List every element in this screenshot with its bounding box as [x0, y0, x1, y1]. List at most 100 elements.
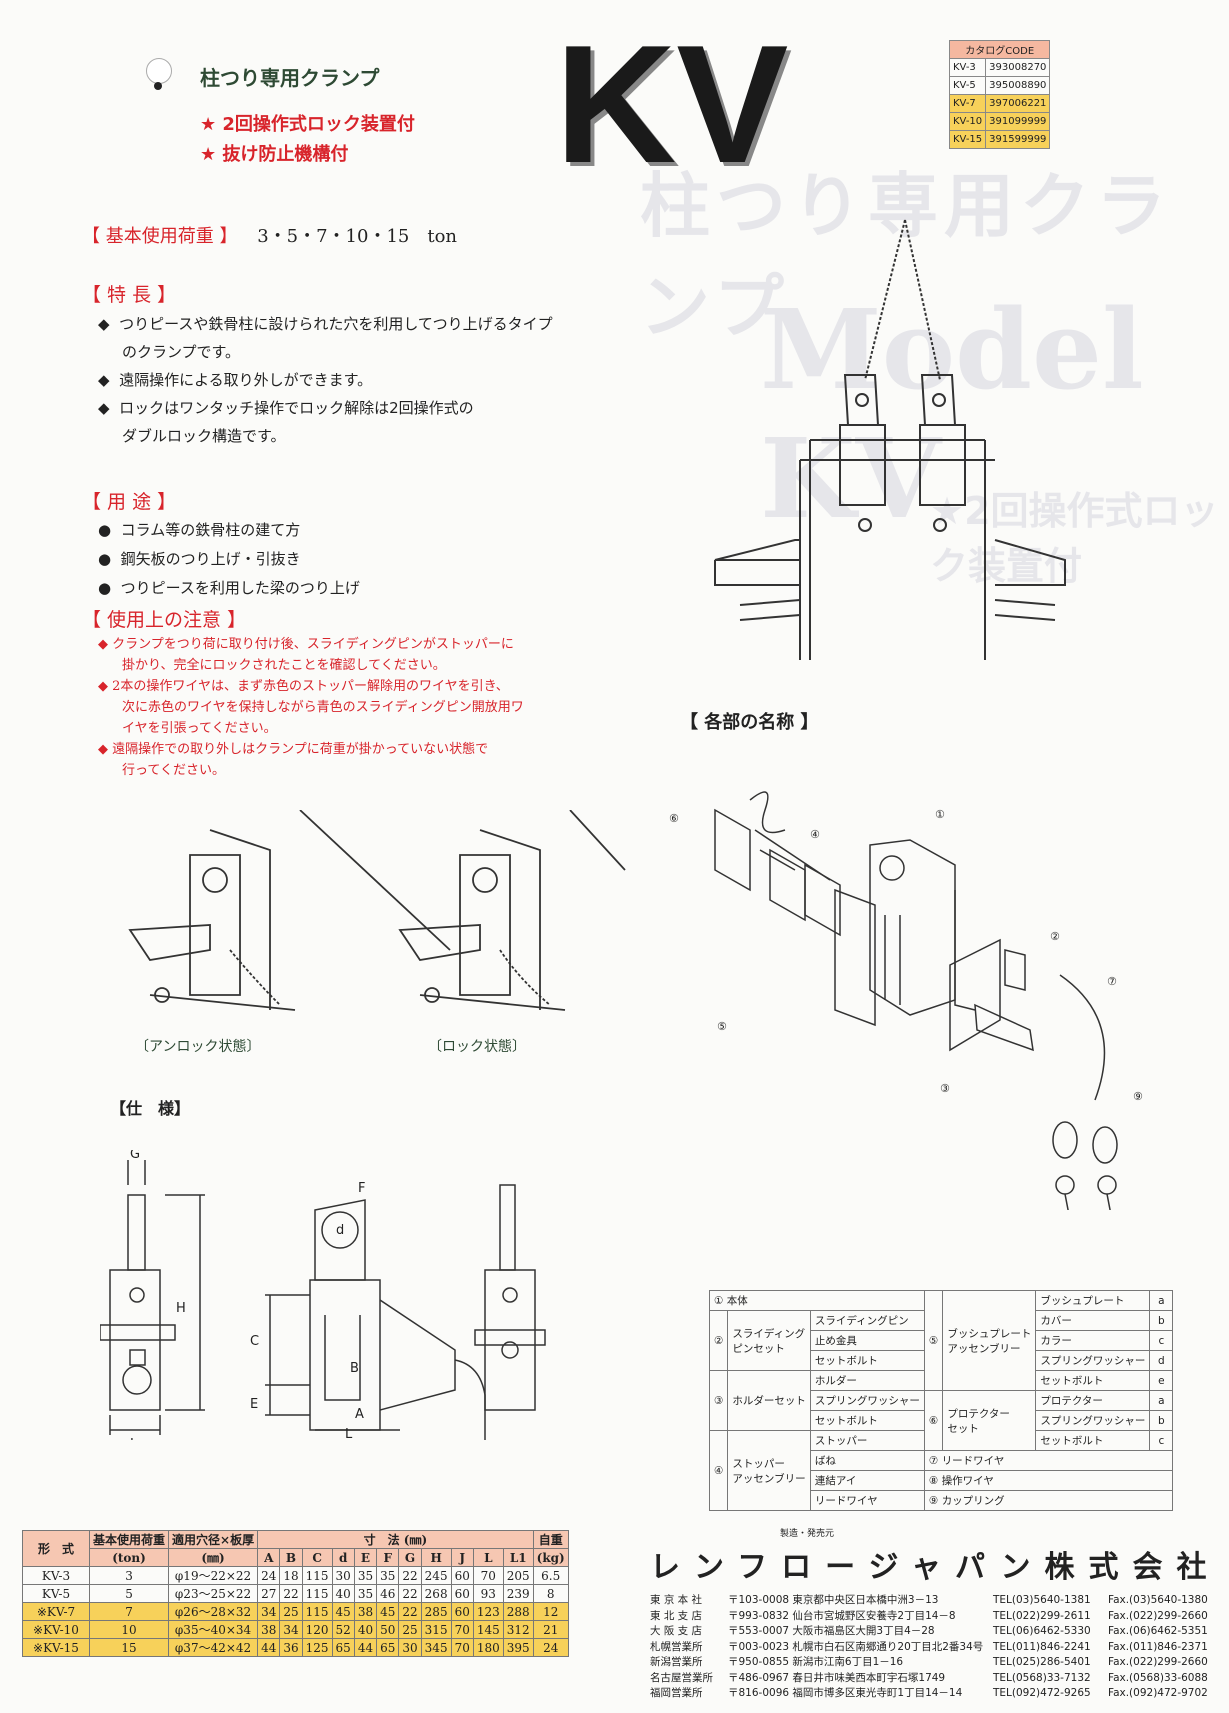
circle-bullet-icon: ●	[98, 579, 112, 597]
cautions-heading: 【 使用上の注意 】	[82, 609, 247, 631]
spec-cell-dim: 145	[472, 1620, 504, 1639]
sub-part: ブッシュプレート	[1035, 1290, 1151, 1311]
sub-part: スライディングピン	[809, 1310, 925, 1331]
spec-cell-model: ※KV-7	[22, 1602, 90, 1621]
catalog-model: KV-5	[948, 76, 987, 95]
office-name: 福岡営業所	[650, 1687, 703, 1699]
spec-cell-dim: 395	[502, 1638, 534, 1657]
catalog-model: KV-10	[948, 112, 987, 131]
spec-cell-dim: 60	[450, 1602, 474, 1621]
lock-state-illustrations	[128, 810, 626, 1011]
col-model: 形 式	[22, 1530, 90, 1567]
spec-cell-dim: 18	[279, 1566, 303, 1585]
spec-cell-model: ※KV-10	[22, 1620, 90, 1639]
spec-cell-dim: 38	[353, 1602, 378, 1621]
spec-cell-hole: φ35～40×34	[168, 1620, 259, 1639]
feature-text: ダブルロック構造です。	[122, 427, 286, 445]
office-fax: Fax.(011)846-2371	[1108, 1640, 1208, 1653]
callout-4: ④	[810, 828, 820, 841]
spec-cell-dim: 345	[420, 1638, 452, 1657]
column-hoisting-illustration	[714, 219, 1066, 660]
diamond-bullet-icon: ◆	[98, 679, 108, 694]
col-load: 基本使用荷重	[88, 1530, 170, 1549]
catalog-model: KV-3	[948, 58, 987, 77]
spec-cell-dim: 25	[398, 1620, 422, 1639]
spec-cell-weight: 21	[532, 1620, 569, 1639]
part-number: ⑤	[923, 1290, 944, 1391]
diamond-bullet-icon: ◆	[98, 399, 110, 417]
parts-title: 【 各部の名称 】	[680, 712, 819, 733]
use-text: つりピースを利用した梁のつり上げ	[120, 579, 360, 597]
spec-cell-dim: 24	[257, 1566, 281, 1585]
exploded-parts-diagram: ⑥ ④ ① ② ⑦ ⑤ ③ ⑨ ⑧	[669, 791, 1143, 1210]
spec-cell-weight: 6.5	[532, 1566, 569, 1585]
spec-cell-dim: 35	[353, 1566, 378, 1585]
office-tel: TEL(025)286-5401	[993, 1656, 1091, 1668]
office-addr: 〒993-0832 仙台市宮城野区安養寺2丁目14－8	[728, 1609, 956, 1622]
use-item: ● 鋼矢板のつり上げ・引抜き	[98, 545, 360, 574]
catalog-model: KV-15	[948, 130, 987, 149]
callout-5: ⑤	[717, 1020, 727, 1033]
feature-text: ロックはワンタッチ操作でロック解除は2回操作式の	[119, 399, 474, 417]
spec-cell-dim: 60	[450, 1584, 474, 1603]
spec-cell-dim: 38	[257, 1620, 281, 1639]
spec-cell-dim: 115	[301, 1602, 333, 1621]
spec-cell-dim: 30	[331, 1566, 355, 1585]
catalog-code: 395008890	[985, 76, 1051, 95]
callout-3: ③	[940, 1082, 950, 1095]
ghost-model: Model KV	[760, 285, 1144, 543]
col-weight: 自重	[532, 1530, 569, 1549]
dim-label-a: A	[355, 1407, 364, 1422]
caution-text: 行ってください。	[122, 763, 225, 778]
load-value: 3・5・7・10・15 ton	[257, 226, 458, 247]
circle-bullet-icon: ●	[98, 550, 112, 568]
catalog-header: カタログCODE	[948, 40, 1051, 59]
unlock-state-label: 〔アンロック状態〕	[135, 1039, 261, 1055]
office-tel: TEL(011)846-2241	[993, 1640, 1091, 1653]
diamond-bullet-icon: ◆	[98, 371, 110, 389]
maker-label: 製造・発売元	[780, 1529, 835, 1539]
spec-cell-load: 3	[88, 1566, 170, 1585]
spec-cell-dim: 285	[420, 1602, 452, 1621]
spec-cell-dim: 288	[502, 1602, 534, 1621]
caution-text: 遠隔操作での取り外しはクランプに荷重が掛かっていない状態で	[112, 742, 489, 757]
feature-line-2: ★ 抜け防止機構付	[200, 144, 349, 165]
spec-cell-dim: 180	[472, 1638, 504, 1657]
office-fax: Fax.(022)299-2660	[1108, 1609, 1208, 1622]
spec-cell-dim: 65	[376, 1638, 400, 1657]
spec-cell-weight: 12	[532, 1602, 569, 1621]
feature-item: ◆ 遠隔操作による取り外しができます。	[98, 366, 553, 394]
load-section: 【 基本使用荷重 】 3・5・7・10・15 ton	[82, 222, 457, 248]
office-addr: 〒553-0007 大阪市福島区大開3丁目4－28	[728, 1625, 935, 1637]
features-list: ◆ つりピースや鉄骨柱に設けられた穴を利用してつり上げるタイプ のクランプです。…	[98, 310, 553, 450]
spec-cell-dim: 22	[398, 1602, 422, 1621]
office-tel: TEL(0568)33-7132	[993, 1671, 1091, 1684]
spec-cell-dim: 34	[257, 1602, 281, 1621]
spec-cell-dim: 312	[502, 1620, 534, 1639]
ghost-title: 柱つり専用クランプ	[640, 164, 1172, 348]
office-name: 東 北 支 店	[650, 1609, 703, 1622]
spec-cell-dim: 40	[353, 1620, 378, 1639]
circle-bullet-icon: ●	[98, 521, 112, 539]
spec-cell-dim: 46	[376, 1584, 400, 1603]
spec-cell-model: KV-5	[22, 1584, 90, 1603]
catalog-code: 397006221	[985, 94, 1051, 113]
dim-label-j: J	[129, 1437, 134, 1440]
part-row: ① 本体	[709, 1290, 925, 1311]
office-addr: 〒816-0096 福岡市博多区東光寺町1丁目14－14	[728, 1687, 963, 1699]
office-tel: TEL(022)299-2611	[993, 1609, 1091, 1622]
callout-6: ⑥	[669, 812, 679, 825]
office-fax: Fax.(03)5640-1380	[1108, 1594, 1208, 1606]
office-fax: Fax.(0568)33-6088	[1108, 1671, 1208, 1684]
feature-line-1: ★ 2回操作式ロック装置付	[200, 114, 415, 135]
spec-cell-dim: 123	[472, 1602, 504, 1621]
diamond-bullet-icon: ◆	[98, 637, 108, 652]
spec-cell-dim: 40	[331, 1584, 355, 1603]
caution-text: 次に赤色のワイヤを保持しながら青色のスライディングピン開放用ワ	[122, 700, 524, 715]
office-name: 新潟営業所	[650, 1656, 703, 1668]
catalog-code: 391099999	[985, 112, 1051, 131]
